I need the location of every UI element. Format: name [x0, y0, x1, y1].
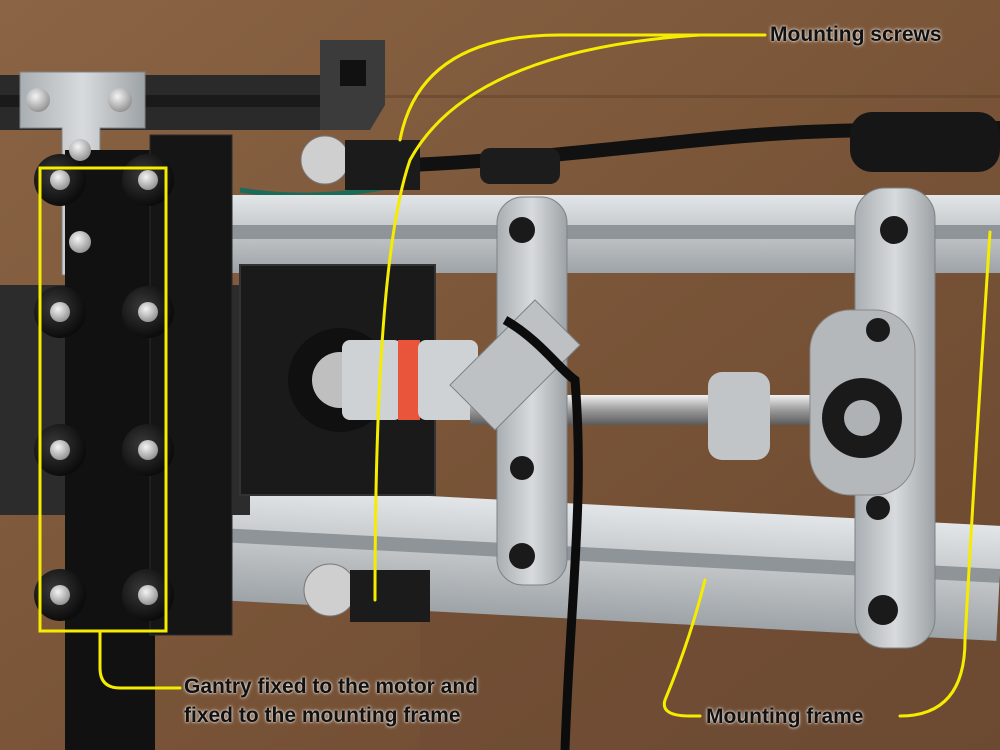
- lower-rail-slot: [225, 528, 1000, 583]
- shaft-collar: [708, 372, 770, 460]
- gantry-side-plate: [149, 134, 233, 636]
- mounting-frame-label: Mounting frame: [706, 705, 864, 728]
- bolt-head: [50, 170, 70, 190]
- phillips-screw: [868, 595, 898, 625]
- phillips-screw: [509, 217, 535, 243]
- frame-callout-line-left: [662, 578, 707, 718]
- bolt-head: [138, 585, 158, 605]
- phillips-screw: [880, 216, 908, 244]
- upper-rail-slot: [225, 225, 1000, 239]
- black-cord: [502, 316, 583, 750]
- gantry-label-line2: fixed to the mounting frame: [184, 704, 461, 727]
- ferrite-core: [850, 112, 1000, 172]
- bolt-head: [138, 170, 158, 190]
- flex-coupler-left: [342, 340, 402, 420]
- bolt-head: [69, 231, 91, 253]
- mounting-screws-label: Mounting screws: [770, 23, 942, 46]
- bolt-head: [50, 302, 70, 322]
- bolt-head: [138, 440, 158, 460]
- bolt-head: [138, 302, 158, 322]
- flex-coupler-right: [418, 340, 478, 420]
- screws-callout-line-bottom: [373, 33, 702, 602]
- gantry-label-line1: Gantry fixed to the motor and: [184, 675, 479, 698]
- mounting-standoff-bottom: [350, 570, 430, 622]
- gantry-callout-line: [98, 629, 182, 690]
- bracket-screws: [509, 216, 908, 625]
- cord-guide-block: [449, 299, 581, 431]
- cardboard-seam: [0, 95, 1000, 98]
- cable-connector: [480, 148, 560, 184]
- mounting-screw-top: [300, 135, 350, 185]
- frame-callout-line-right: [898, 230, 992, 718]
- bolt-head: [108, 88, 132, 112]
- bolt-head: [26, 88, 50, 112]
- screws-callout-line-top: [398, 33, 767, 142]
- flex-coupler-spider: [398, 340, 420, 420]
- mounting-screw-bottom: [303, 563, 357, 617]
- callout-lines: [38, 33, 992, 718]
- phillips-screw: [866, 318, 890, 342]
- phillips-screw: [866, 496, 890, 520]
- pillow-bearing-core: [844, 400, 880, 436]
- phillips-screw: [509, 543, 535, 569]
- gantry-highlight-box: [38, 166, 168, 633]
- extrusion-end-hole: [340, 60, 366, 86]
- wheel-bolts: [26, 88, 158, 605]
- bolt-head: [50, 585, 70, 605]
- phillips-screw: [510, 456, 534, 480]
- bolt-head: [50, 440, 70, 460]
- bolt-head: [69, 139, 91, 161]
